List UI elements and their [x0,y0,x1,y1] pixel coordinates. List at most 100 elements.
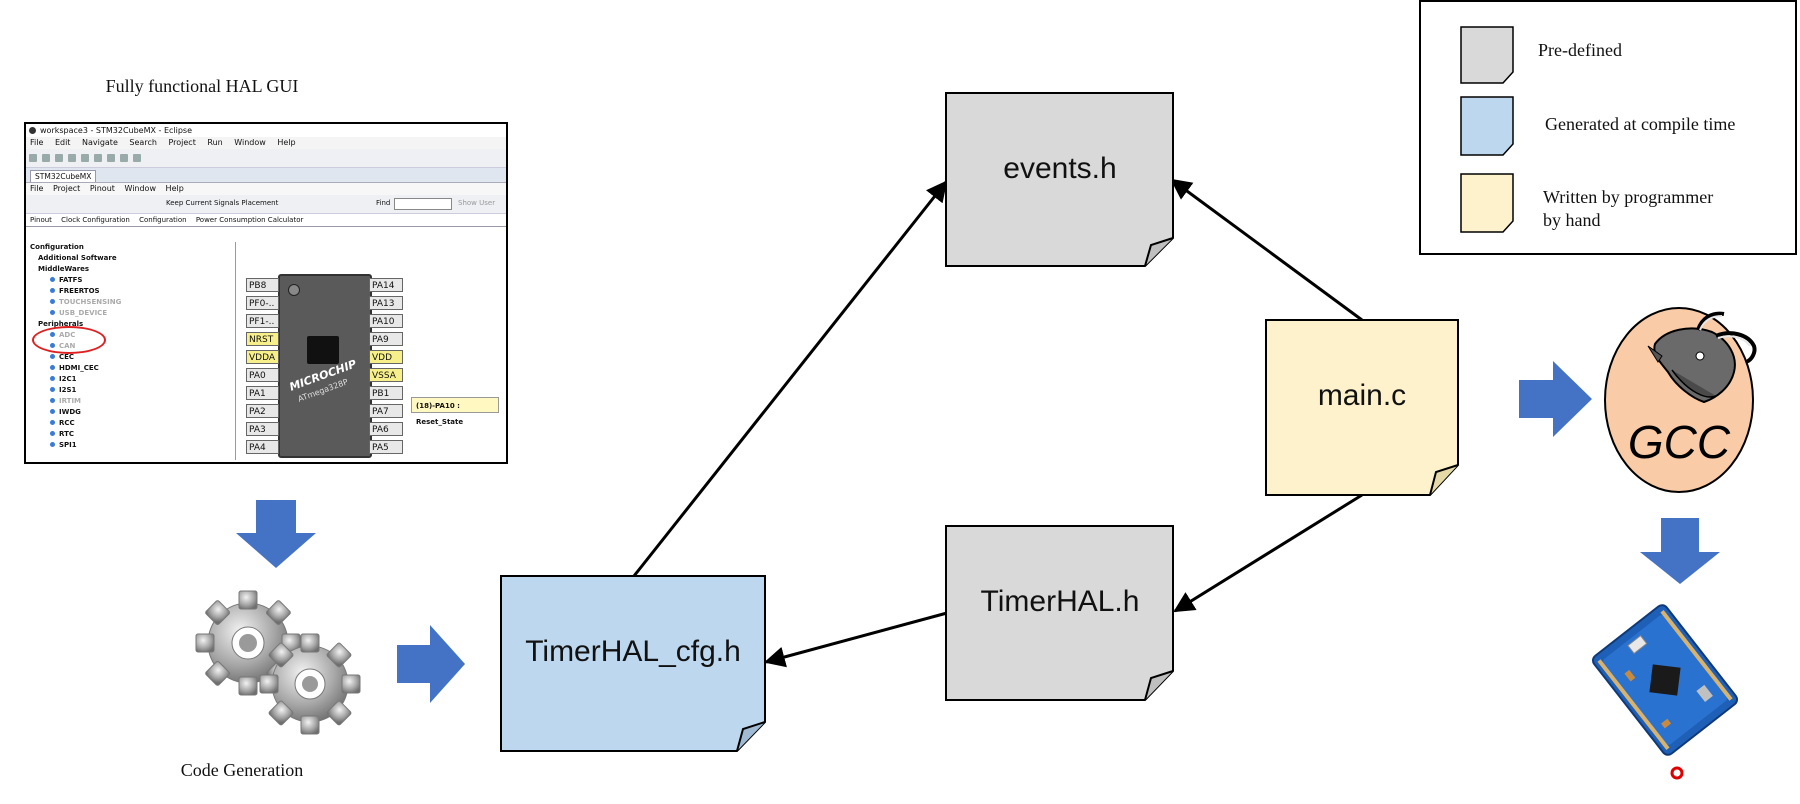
tree-item-label: FATFS [59,276,83,284]
legend-swatch-predefined [1460,26,1514,84]
tree-item[interactable]: HDMI_CEC [30,363,235,374]
tree-item[interactable]: Peripherals [30,319,235,330]
legend-label-handwritten-2: by hand [1543,210,1601,230]
tree-item-label: I2C1 [59,375,77,383]
eclipse-icon [29,127,36,134]
cubemx-menu-file[interactable]: File [30,184,44,193]
back-icon[interactable] [120,154,128,162]
tree-item[interactable]: Configuration [30,242,235,253]
tree-item-label: Additional Software [38,254,117,262]
component-icon [50,277,55,282]
run-icon[interactable] [81,154,89,162]
cubemx-menu-window[interactable]: Window [124,184,156,193]
tree-item[interactable]: RTC [30,429,235,440]
component-icon [50,387,55,392]
component-icon [50,299,55,304]
pin-right[interactable]: PA9 [369,332,403,346]
pin-right[interactable]: PA7 [369,404,403,418]
tree-item-label: HDMI_CEC [59,364,99,372]
pin-left[interactable]: NRST [246,332,279,346]
arrow-down-to-codegen [236,500,316,568]
menu-file[interactable]: File [30,138,44,147]
pin-right[interactable]: PA5 [369,440,403,454]
pin-right[interactable]: VSSA [369,368,403,382]
tree-item-label: CEC [59,353,75,361]
main-toolbar [26,149,506,168]
print-icon[interactable] [55,154,63,162]
cubemx-toolbar: Keep Current Signals Placement Find Show… [26,195,506,214]
component-icon [50,398,55,403]
cubemx-menu-help[interactable]: Help [165,184,184,193]
pin-left[interactable]: PA1 [246,386,279,400]
tree-item[interactable]: Additional Software [30,253,235,264]
pin-left[interactable]: PA3 [246,422,279,436]
pin-right[interactable]: PB1 [369,386,403,400]
pin-right[interactable]: PA6 [369,422,403,436]
pin-tooltip: (18)-PA10 : Reset_State [411,397,499,426]
folder-icon[interactable] [94,154,102,162]
new-icon[interactable] [29,154,37,162]
menu-search[interactable]: Search [129,138,157,147]
menu-window[interactable]: Window [234,138,266,147]
menu-navigate[interactable]: Navigate [81,138,118,147]
pin-right[interactable]: PA14 [369,278,403,292]
component-icon [50,442,55,447]
pin-left[interactable]: VDDA [246,350,279,364]
pin-left[interactable]: PF1-.. [246,314,279,328]
pin-left[interactable]: PF0-.. [246,296,279,310]
tree-item-label: TOUCHSENSING [59,298,122,306]
pin-right[interactable]: PA10 [369,314,403,328]
tab-configuration[interactable]: Configuration [139,216,187,224]
tree-item[interactable]: I2S1 [30,385,235,396]
keep-signals-checkbox[interactable]: Keep Current Signals Placement [166,199,279,207]
arrow-right-to-cfg [397,625,465,703]
tool-icon[interactable] [107,154,115,162]
cubemx-menu-project[interactable]: Project [52,184,81,193]
pin-left[interactable]: PA4 [246,440,279,454]
status-led-icon [1670,766,1684,780]
node-timerhal-cfg-h-label: TimerHAL_cfg.h [525,635,741,668]
debug-icon[interactable] [68,154,76,162]
pin-right[interactable]: PA13 [369,296,403,310]
tab-stm32cubemx[interactable]: STM32CubeMX [30,170,97,182]
menu-help[interactable]: Help [277,138,296,147]
tree-item[interactable]: IRTIM [30,396,235,407]
pin-left[interactable]: PA2 [246,404,279,418]
cubemx-menu-pinout[interactable]: Pinout [89,184,115,193]
gcc-logo: GCC [1604,307,1757,493]
tree-item-label: SPI1 [59,441,77,449]
tab-power-consumption[interactable]: Power Consumption Calculator [195,216,304,224]
tree-item[interactable]: CEC [30,352,235,363]
arrow-cfg-to-events [632,180,948,577]
save-icon[interactable] [42,154,50,162]
tab-clock-configuration[interactable]: Clock Configuration [61,216,130,224]
pin-left[interactable]: PA0 [246,368,279,382]
menu-run[interactable]: Run [207,138,223,147]
tree-item[interactable]: FATFS [30,275,235,286]
pin-left[interactable]: PB8 [246,278,279,292]
find-input[interactable] [394,198,452,210]
editor-tabstrip: STM32CubeMX [26,168,506,183]
tree-item[interactable]: RCC [30,418,235,429]
component-icon [50,376,55,381]
gui-caption: Fully functional HAL GUI [106,76,299,96]
tab-pinout[interactable]: Pinout [30,216,52,224]
forward-icon[interactable] [133,154,141,162]
tree-item[interactable]: IWDG [30,407,235,418]
show-user-checkbox[interactable]: Show User [458,199,496,207]
chip-package [278,274,372,458]
tree-item[interactable]: I2C1 [30,374,235,385]
tree-item[interactable]: USB_DEVICE [30,308,235,319]
arrow-down-to-board [1640,518,1720,584]
pin-right[interactable]: VDD [369,350,403,364]
microchip-logo-icon [307,336,339,364]
tree-item[interactable]: MiddleWares [30,264,235,275]
menu-edit[interactable]: Edit [54,138,71,147]
menu-project[interactable]: Project [168,138,196,147]
tree-item[interactable]: SPI1 [30,440,235,451]
legend: Pre-defined Generated at compile time Wr… [1419,0,1797,255]
tree-item[interactable]: FREERTOS [30,286,235,297]
node-timerhal-cfg-h: TimerHAL_cfg.h [500,575,766,752]
tree-item-label: RCC [59,419,75,427]
tree-item[interactable]: TOUCHSENSING [30,297,235,308]
